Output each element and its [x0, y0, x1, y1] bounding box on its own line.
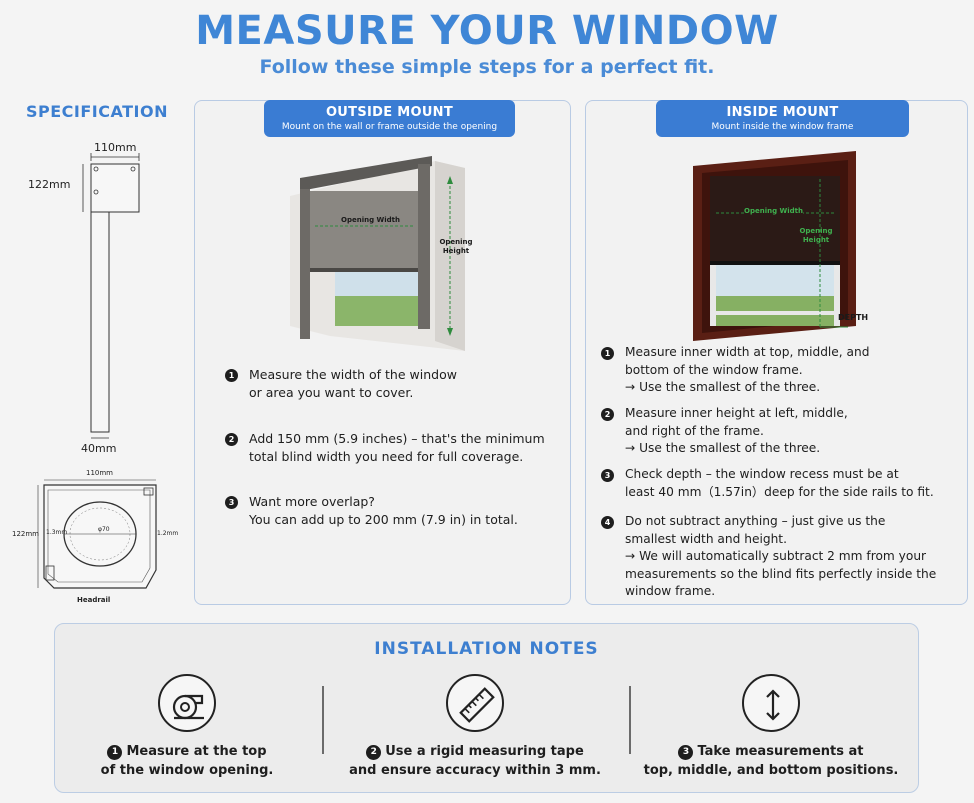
step-text: Measure inner height at left, middle, an…	[625, 406, 848, 455]
note-number: 2	[366, 745, 382, 760]
inside-mount-illustration	[693, 151, 856, 341]
step-text: Measure the width of the window or area …	[249, 367, 457, 400]
inside-mount-title: INSIDE MOUNT	[726, 105, 839, 120]
outside-mount-panel: OUTSIDE MOUNT Mount on the wall or frame…	[194, 100, 571, 605]
inside-mount-panel: INSIDE MOUNT Mount inside the window fra…	[585, 100, 968, 605]
outside-mount-header: OUTSIDE MOUNT Mount on the wall or frame…	[264, 100, 515, 137]
installation-notes-title: INSTALLATION NOTES	[374, 639, 599, 659]
outside-step-3: 3 Want more overlap? You can add up to 2…	[225, 493, 565, 529]
note-line-2: top, middle, and bottom positions.	[643, 763, 899, 778]
inside-width-label: Opening Width	[744, 207, 803, 215]
step-text: Add 150 mm (5.9 inches) – that's the min…	[249, 431, 545, 464]
note-line-1: Use a rigid measuring tape	[385, 744, 584, 759]
section-right-small-label: 1.2mm	[157, 530, 179, 537]
inside-mount-subtitle: Mount inside the window frame	[711, 122, 854, 132]
section-width-label: 110mm	[86, 469, 113, 477]
rail-top-width-label: 110mm	[94, 141, 137, 154]
specification-diagram: 110mm 122mm 40mm 110mm 122mm 1.3mm φ70 1…	[0, 130, 185, 610]
note-line-2: and ensure accuracy within 3 mm.	[349, 763, 601, 778]
page-title: MEASURE YOUR WINDOW	[195, 8, 779, 54]
inside-step-2: 2 Measure inner height at left, middle, …	[601, 405, 966, 458]
section-left-small-label: 1.3mm	[46, 529, 68, 536]
notes-divider	[322, 686, 324, 754]
note-number: 3	[678, 745, 694, 760]
note-number: 1	[107, 745, 123, 760]
vertical-arrows-icon	[742, 674, 800, 732]
step-number: 3	[225, 496, 238, 509]
note-line-2: of the window opening.	[100, 763, 274, 778]
inside-mount-header: INSIDE MOUNT Mount inside the window fra…	[656, 100, 909, 137]
tape-measure-icon	[158, 674, 216, 732]
section-diameter-label: φ70	[98, 526, 110, 533]
inside-step-3: 3 Check depth – the window recess must b…	[601, 466, 966, 501]
step-number: 1	[601, 347, 614, 360]
note-line-1: Take measurements at	[697, 744, 864, 759]
step-number: 2	[601, 408, 614, 421]
specification-heading: SPECIFICATION	[26, 102, 168, 121]
inside-depth-label: DEPTH	[838, 313, 869, 322]
outside-step-2: 2 Add 150 mm (5.9 inches) – that's the m…	[225, 430, 570, 466]
outside-step-1: 1 Measure the width of the window or are…	[225, 366, 565, 402]
outside-mount-subtitle: Mount on the wall or frame outside the o…	[281, 122, 498, 132]
rail-top-height-label: 122mm	[28, 178, 71, 191]
outside-mount-illustration	[290, 156, 465, 351]
outside-height-label: Opening Height	[439, 238, 473, 255]
outside-width-label: Opening Width	[341, 216, 400, 224]
step-text: Want more overlap? You can add up to 200…	[249, 494, 518, 527]
section-caption: Headrail	[77, 596, 111, 604]
step-number: 3	[601, 469, 614, 482]
step-number: 2	[225, 433, 238, 446]
step-text: Check depth – the window recess must be …	[625, 467, 934, 499]
page-subtitle: Follow these simple steps for a perfect …	[259, 56, 715, 78]
section-height-label: 122mm	[12, 530, 39, 538]
step-text: Do not subtract anything – just give us …	[625, 514, 937, 598]
step-number: 1	[225, 369, 238, 382]
side-rail-drawing	[37, 153, 157, 589]
note-line-1: Measure at the top	[126, 744, 267, 759]
rail-bottom-width-label: 40mm	[81, 442, 117, 455]
inside-step-1: 1 Measure inner width at top, middle, an…	[601, 344, 966, 397]
step-number: 4	[601, 516, 614, 529]
notes-divider	[629, 686, 631, 754]
step-text: Measure inner width at top, middle, and …	[625, 345, 870, 394]
inside-height-label: Opening Height	[799, 227, 833, 244]
ruler-icon	[446, 674, 504, 732]
outside-mount-title: OUTSIDE MOUNT	[325, 105, 454, 120]
inside-step-4: 4 Do not subtract anything – just give u…	[601, 513, 966, 601]
